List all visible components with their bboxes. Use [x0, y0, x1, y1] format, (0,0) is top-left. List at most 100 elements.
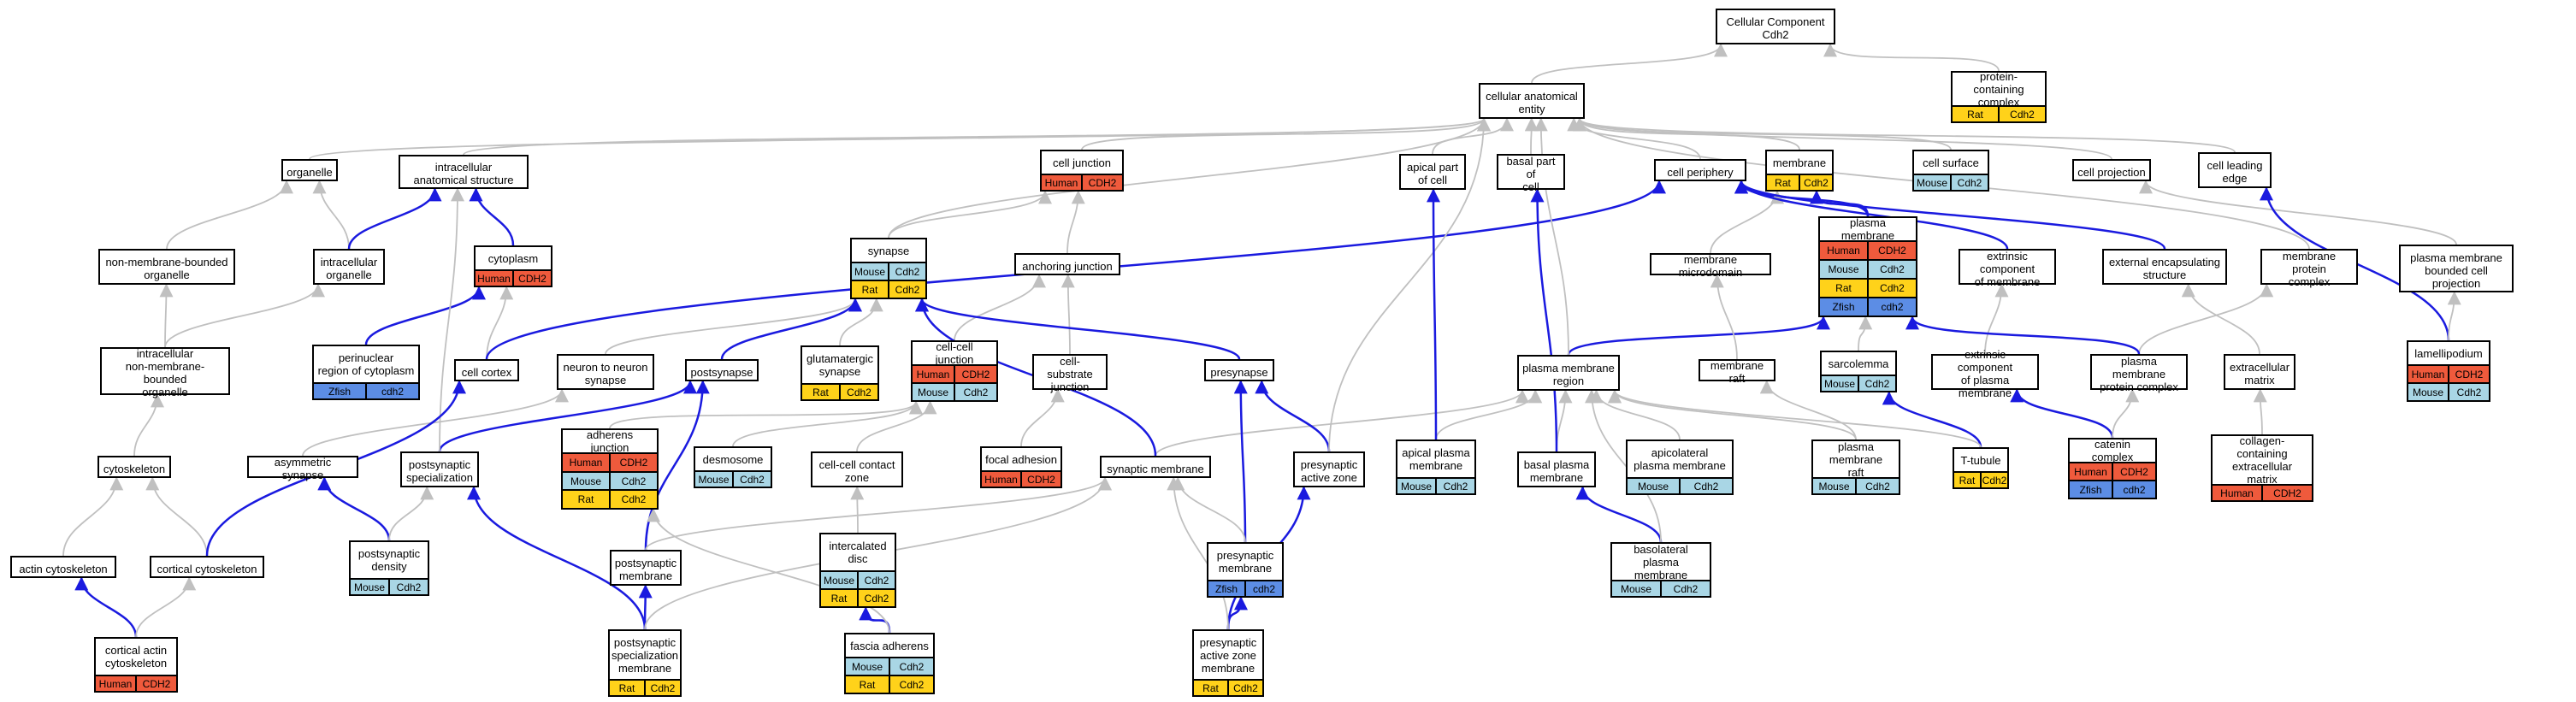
node-label: plasma membrane region [1522, 362, 1615, 387]
edge-bpc-to-cae [1524, 117, 1539, 155]
species-name: Rat [861, 283, 878, 296]
node-label: basal part of cell [1506, 154, 1556, 193]
gene-symbol: Cdh2 [1858, 376, 1895, 391]
species-name: Rat [1959, 474, 1976, 487]
edge-alpm-to-pmr [1589, 389, 1681, 440]
edge-postm-to-synm [645, 476, 1112, 551]
edge-ecm-to-cp [1734, 180, 2009, 250]
edge-org-to-cae [309, 117, 1491, 160]
node-synaptic-membrane: synaptic membrane [1100, 456, 1211, 478]
gene-symbol: Cdh2 [1799, 175, 1832, 190]
node-plasma-membrane-bounded-cell-projection: plasma membrane bounded cell projection [2399, 245, 2514, 292]
node-label: synapse [867, 244, 910, 257]
gene-symbol: Cdh2 [857, 590, 895, 606]
edge-actcs-to-cytsk [62, 476, 124, 557]
gene-symbol: Cdh2 [644, 681, 680, 695]
species-name: Zfish [328, 385, 351, 398]
gene-symbol: Cdh2 [857, 572, 895, 588]
node-postsynaptic-membrane: postsynaptic membrane [610, 550, 682, 586]
node-label: postsynaptic specialization [405, 458, 474, 484]
gene-symbol: Cdh2 [1867, 261, 1916, 278]
edge-cacs-to-actcs [74, 576, 138, 638]
species-row: Zfish cdh2 [1208, 580, 1282, 596]
node-label: membrane raft [1710, 359, 1764, 385]
node-label: synaptic membrane [1107, 462, 1204, 475]
gene-symbol: CDH2 [135, 676, 176, 691]
node-label: membrane protein complex [2282, 249, 2337, 288]
gene-symbol: cdh2 [365, 384, 418, 398]
species-name: Zfish [1214, 582, 1238, 595]
node-neuron-to-neuron-synapse: neuron to neuron synapse [557, 354, 654, 390]
edge-pre-to-syn [915, 298, 1241, 360]
species-name: Mouse [854, 265, 886, 278]
edge-glut-to-syn [839, 298, 883, 346]
edge-pmraft-to-mraft [1759, 380, 1857, 440]
edge-adj-to-ccj [609, 400, 923, 429]
gene-symbol: Cdh2 [889, 676, 933, 693]
gene-symbol: CDH2 [1020, 472, 1061, 487]
node-label: organelle [287, 165, 333, 179]
node-label: cellular anatomical entity [1486, 90, 1578, 115]
node-label: cell surface [1923, 156, 1979, 169]
edge-ccort-to-cyto [486, 286, 514, 360]
edge-pmraft-to-pmr [1608, 389, 1857, 440]
node-label: basolateral plasma membrane [1634, 542, 1688, 581]
species-name: Mouse [1620, 582, 1652, 595]
gene-symbol: CDH2 [512, 271, 551, 286]
node-label: sarcolemma [1828, 357, 1889, 370]
node-label: cell periphery [1667, 165, 1734, 179]
edge-ccj-to-aj [954, 274, 1046, 341]
node-label: cell projection [2077, 165, 2146, 179]
node-label: membrane [1772, 156, 1827, 169]
edge-ccs-to-cytsk [145, 476, 208, 557]
edge-inmbo-to-nmbo [159, 283, 174, 348]
edge-io-to-org [312, 180, 350, 250]
node-label: extracellular matrix [2229, 361, 2290, 386]
node-organelle: organelle [281, 159, 338, 181]
edge-catc-to-ecpm [2010, 388, 2114, 439]
edge-ecpm-to-ecm [1984, 283, 2009, 355]
edge-cproj-to-cae [1573, 117, 2112, 160]
gene-symbol: Cdh2 [1855, 479, 1899, 493]
node-cell-periphery: cell periphery [1654, 159, 1746, 181]
species-name: Mouse [1400, 480, 1433, 493]
node-label: extrinsic component of plasma membrane [1957, 348, 2013, 399]
gene-symbol: Cdh2 [888, 263, 925, 280]
node-label: collagen-containing extracellular matrix [2231, 434, 2293, 486]
edge-cytsk-to-inmbo [133, 393, 164, 457]
gene-symbol: CDH2 [1867, 242, 1916, 259]
species-name: Rat [830, 592, 848, 605]
species-name: Mouse [1637, 480, 1669, 493]
node-intracellular-anatomical-structure: intracellular anatomical structure [399, 155, 529, 189]
species-name: Human [569, 456, 603, 469]
species-name: Human [477, 272, 511, 285]
edge-psm-to-pspec [467, 486, 647, 630]
node-basal-plasma-membrane: basal plasma membrane [1517, 451, 1596, 487]
node-label: postsynapse [690, 365, 753, 379]
node-apical-part-of-cell: apical part of cell [1399, 154, 1466, 190]
node-label: cell-cell contact zone [818, 458, 895, 484]
gene-symbol: Cdh2 [1227, 681, 1262, 695]
node-anchoring-junction: anchoring junction [1014, 253, 1120, 275]
species-name: Rat [812, 386, 829, 398]
gene-symbol: CDH2 [954, 366, 996, 382]
gene-symbol: cdh2 [1244, 581, 1282, 596]
edge-ttub-to-sarc [1882, 391, 1982, 448]
edge-csj-to-aj [1061, 274, 1075, 355]
edge-desm-to-ccj [732, 400, 923, 447]
